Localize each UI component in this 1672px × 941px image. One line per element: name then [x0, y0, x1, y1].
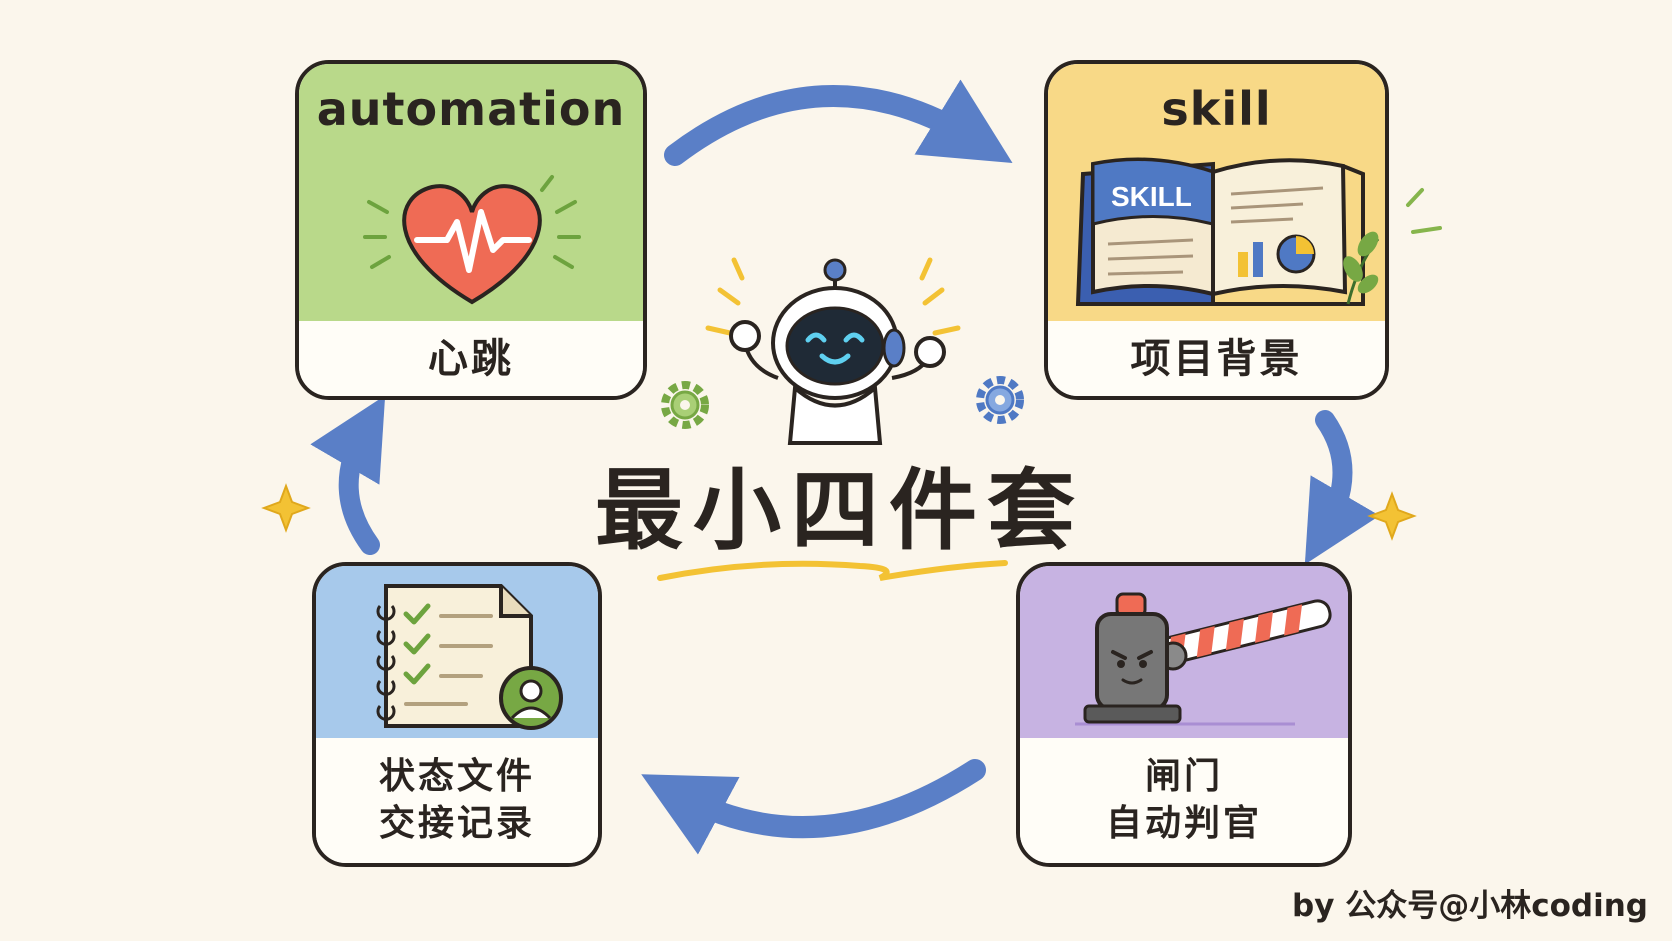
card-automation-label: 心跳 — [428, 335, 514, 382]
card-skill-top: skill SKILL — [1048, 64, 1385, 329]
card-automation-top: automation — [299, 64, 643, 329]
author-credit: by 公众号@小林coding — [1292, 888, 1648, 924]
sparkle-left-icon — [261, 483, 311, 533]
card-automation: automation 心跳 — [295, 60, 647, 400]
card-skill-label: 项目背景 — [1130, 335, 1303, 382]
card-gate-label-1: 闸门 — [1144, 755, 1223, 797]
heartbeat-heart-icon — [363, 175, 581, 305]
gear-blue-icon — [976, 376, 1024, 424]
card-gate-bottom: 闸门 自动判官 — [1020, 738, 1348, 863]
barrier-gate-icon — [1075, 592, 1332, 726]
open-book-icon: SKILL — [1075, 157, 1380, 306]
robot-mascot-icon — [705, 257, 961, 445]
card-status-label-2: 交接记录 — [378, 802, 535, 844]
title-underline — [657, 560, 1008, 581]
sparkle-right-icon — [1367, 491, 1417, 541]
arrow-gate-to-status — [641, 759, 986, 855]
checklist-notebook-icon — [376, 584, 563, 730]
book-skill-text: SKILL — [1111, 181, 1192, 212]
card-status-label-1: 状态文件 — [378, 755, 535, 797]
card-status-bottom: 状态文件 交接记录 — [316, 738, 598, 863]
arrow-status-to-automation — [310, 395, 386, 555]
card-automation-header: automation — [316, 82, 626, 136]
arrow-skill-to-gate — [1304, 410, 1380, 565]
center-title: 最小四件套 — [594, 459, 1085, 562]
card-status: 状态文件 交接记录 — [312, 562, 602, 867]
arrow-automation-to-skill — [664, 79, 1013, 166]
card-gate-top — [1020, 566, 1348, 746]
card-gate-label-2: 自动判官 — [1105, 802, 1262, 844]
sparkle-lines-icon — [1406, 188, 1442, 234]
gear-green-icon — [661, 381, 709, 429]
card-skill: skill SKILL — [1044, 60, 1389, 400]
card-skill-bottom: 项目背景 — [1048, 321, 1385, 396]
card-automation-bottom: 心跳 — [299, 321, 643, 396]
card-status-top — [316, 566, 598, 746]
card-skill-header: skill — [1161, 82, 1272, 136]
card-gate: 闸门 自动判官 — [1016, 562, 1352, 867]
